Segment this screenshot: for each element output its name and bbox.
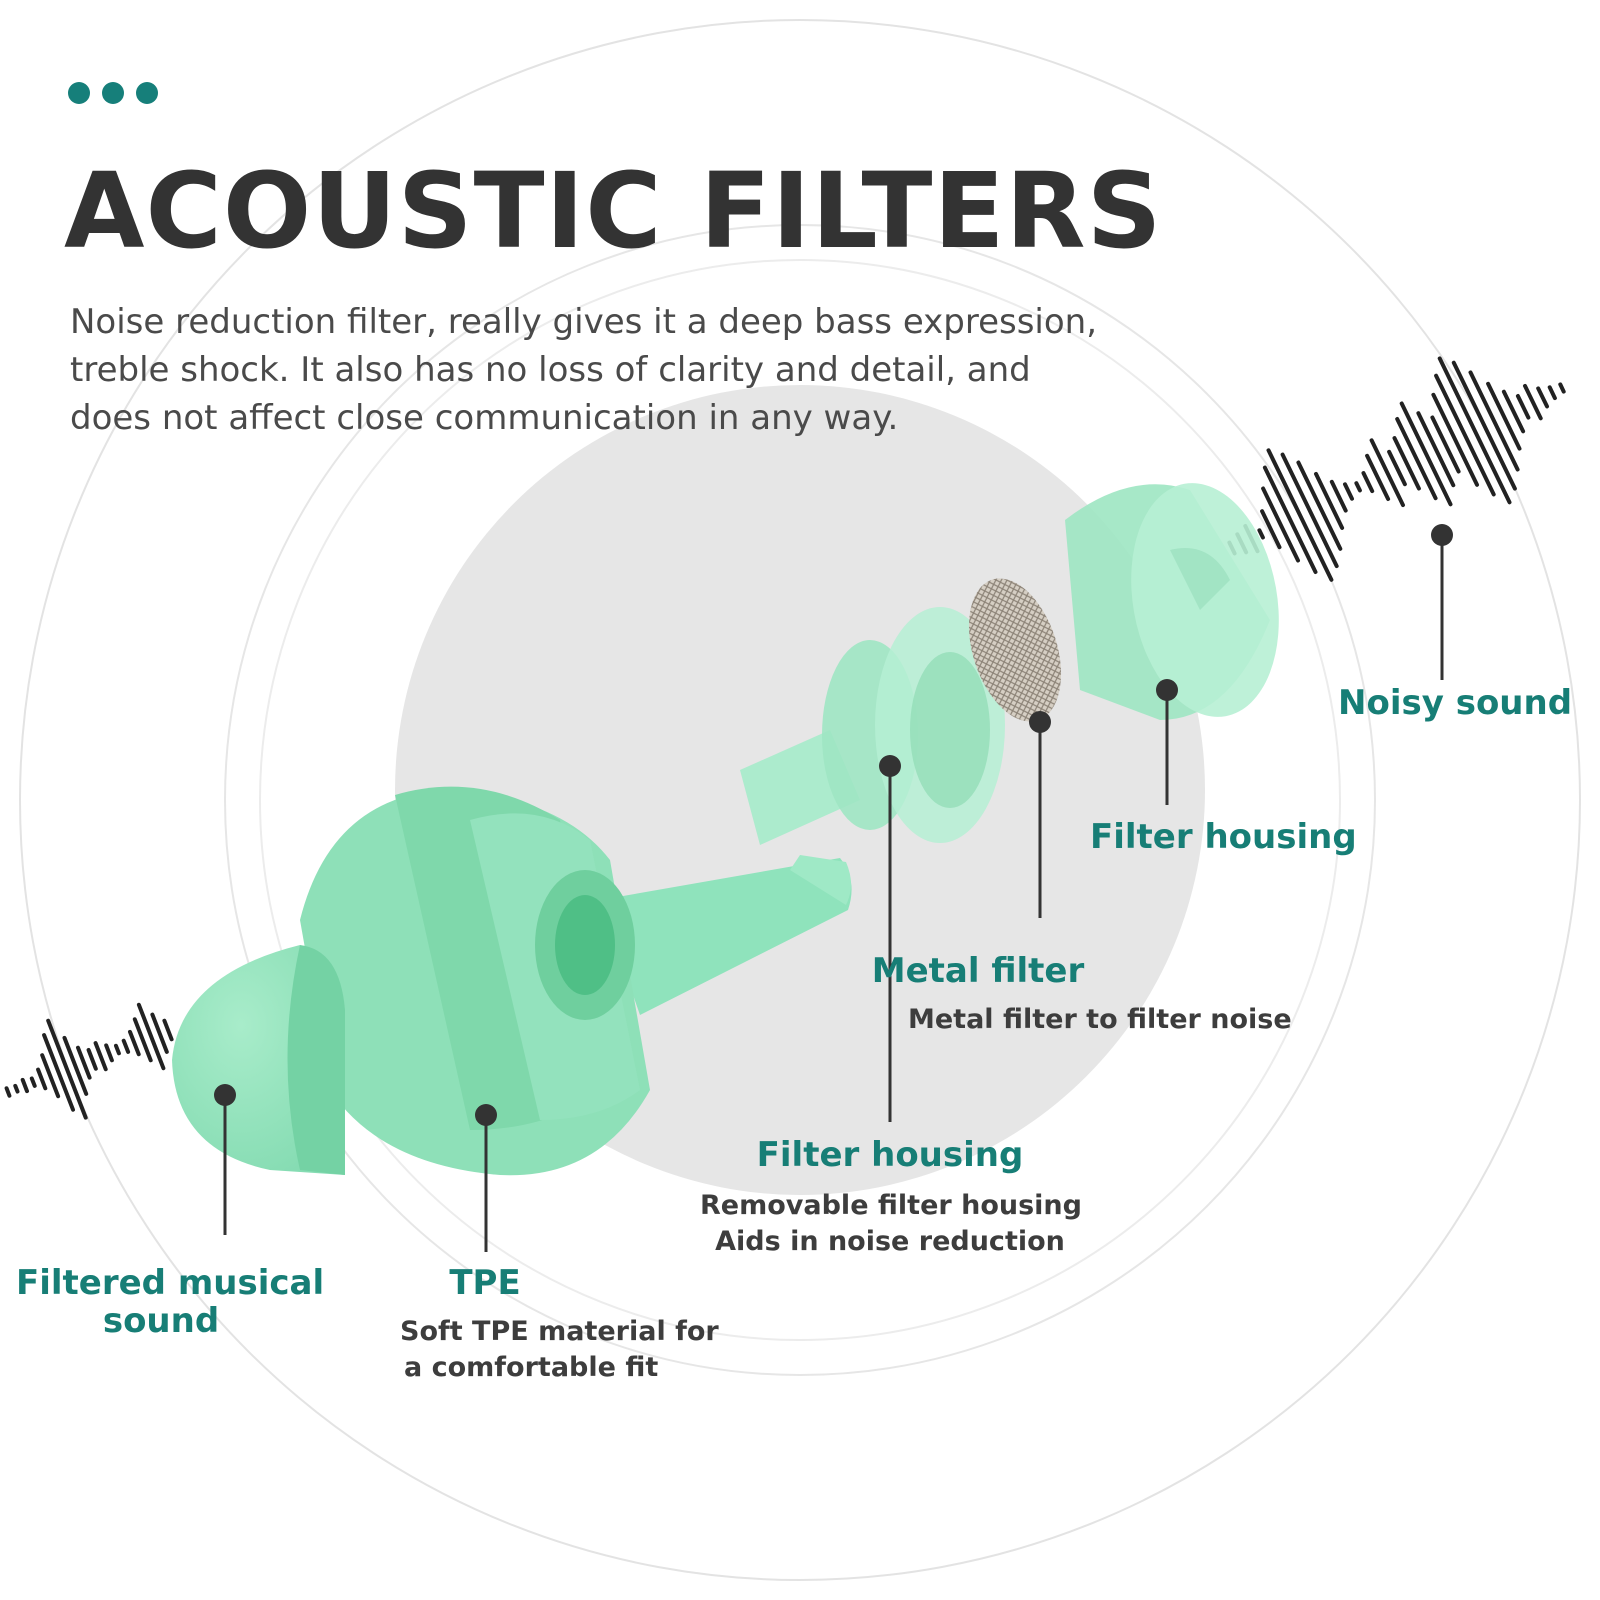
wave-bar: [1547, 385, 1557, 401]
label-tpe-name: TPE: [449, 1263, 521, 1303]
description-line-3: does not affect close communication in a…: [70, 398, 899, 438]
earplug-body: [172, 786, 852, 1176]
wave-bar: [1314, 471, 1345, 530]
label-noisy-sound-name: Noisy sound: [1338, 683, 1573, 723]
wave-bar: [1260, 509, 1282, 550]
wave-bar: [29, 1076, 37, 1088]
description: Noise reduction filter, really gives it …: [70, 298, 1130, 442]
wave-bar: [1261, 486, 1300, 563]
wave-bar: [1387, 449, 1407, 487]
label-tpe-sub-1: Soft TPE material for: [400, 1316, 719, 1347]
label-filtered-sound-line-2: sound: [102, 1301, 220, 1341]
dot-3: [136, 82, 158, 104]
wave-bar: [1262, 465, 1318, 574]
label-filtered-sound-line-1: Filtered musical: [16, 1263, 325, 1303]
wave-bar: [1437, 356, 1512, 505]
wave-bar: [4, 1086, 12, 1098]
wave-bar: [1558, 382, 1566, 394]
wave-bar: [1399, 401, 1453, 507]
label-filter-housing-removable: Filter housing Removable filter housing …: [700, 1135, 1082, 1260]
wave-bar: [46, 1018, 88, 1120]
label-metal-filter: Metal filter Metal filter to filter nois…: [872, 952, 1292, 1038]
wave-bar: [42, 1033, 75, 1112]
label-filter-housing-removable-sub-1: Removable filter housing: [700, 1190, 1082, 1221]
wave-bar: [1486, 381, 1522, 451]
wave-bar: [114, 1043, 121, 1056]
wave-bar: [136, 1002, 166, 1071]
wave-bar: [1266, 448, 1334, 582]
wave-bar: [121, 1038, 131, 1054]
label-tpe: TPE Soft TPE material for a comfortable …: [400, 1264, 720, 1386]
noisy-sound-wave: [1227, 356, 1566, 582]
wave-bar: [1361, 471, 1375, 494]
wave-bar: [93, 1041, 108, 1072]
header-dots: [68, 82, 158, 104]
label-noisy-sound: Noisy sound: [1338, 684, 1572, 722]
page-title: ACOUSTIC FILTERS: [64, 150, 1163, 272]
label-metal-filter-name: Metal filter: [871, 951, 1085, 991]
metal-mesh: [968, 578, 1062, 722]
wave-bar: [1365, 453, 1391, 501]
wave-bar: [1296, 460, 1343, 551]
wave-bar: [1392, 436, 1421, 491]
dot-2: [102, 82, 124, 104]
label-filter-housing-removable-sub-2: Aids in noise reduction: [715, 1226, 1065, 1257]
wave-bar: [1416, 411, 1456, 488]
description-line-1: Noise reduction filter, really gives it …: [70, 302, 1098, 342]
wave-bar: [1369, 438, 1405, 508]
wave-bar: [40, 1053, 61, 1099]
leader-lines: [223, 535, 1444, 1252]
label-filter-housing-outer: Filter housing: [1090, 818, 1357, 856]
inner-filter-housing: [740, 607, 1005, 845]
wave-bar: [1329, 479, 1348, 513]
wave-bar: [13, 1083, 20, 1094]
wave-bar: [1434, 373, 1496, 497]
label-metal-filter-sub: Metal filter to filter noise: [908, 1004, 1292, 1035]
wave-bar: [1430, 415, 1461, 474]
wave-bar: [1354, 481, 1362, 493]
outer-filter-housing: [1065, 483, 1279, 720]
wave-bar: [1431, 392, 1479, 487]
wave-bar: [36, 1067, 48, 1091]
wave-bar: [20, 1077, 29, 1094]
wave-bar: [1257, 528, 1265, 540]
wave-bar: [1523, 383, 1543, 421]
wave-bar: [86, 1048, 98, 1071]
wave-bar: [104, 1043, 114, 1063]
wave-bar: [1536, 386, 1549, 409]
wave-bar: [62, 1035, 89, 1096]
label-tpe-sub-2: a comfortable fit: [404, 1352, 659, 1383]
label-filter-housing-outer-name: Filter housing: [1090, 817, 1357, 857]
wave-bar: [1395, 417, 1438, 501]
wave-bar: [132, 1017, 153, 1063]
wave-bar: [1515, 394, 1531, 420]
wave-bar: [1468, 370, 1520, 472]
label-filter-housing-removable-name: Filter housing: [756, 1135, 1024, 1175]
wave-bar: [162, 1018, 174, 1042]
wave-bar: [1343, 482, 1354, 501]
leader-dots: [214, 524, 1453, 1126]
wave-bar: [128, 1029, 141, 1057]
wave-bar: [1501, 389, 1526, 434]
description-line-2: treble shock. It also has no loss of cla…: [70, 350, 1031, 390]
wave-bar: [1280, 452, 1339, 569]
wave-bar: [1451, 360, 1517, 491]
wave-bar: [76, 1045, 92, 1080]
filtered-sound-wave: [4, 1002, 174, 1120]
wave-bar: [150, 1012, 169, 1054]
dot-1: [68, 82, 90, 104]
label-filtered-sound: Filtered musical sound: [16, 1263, 325, 1341]
